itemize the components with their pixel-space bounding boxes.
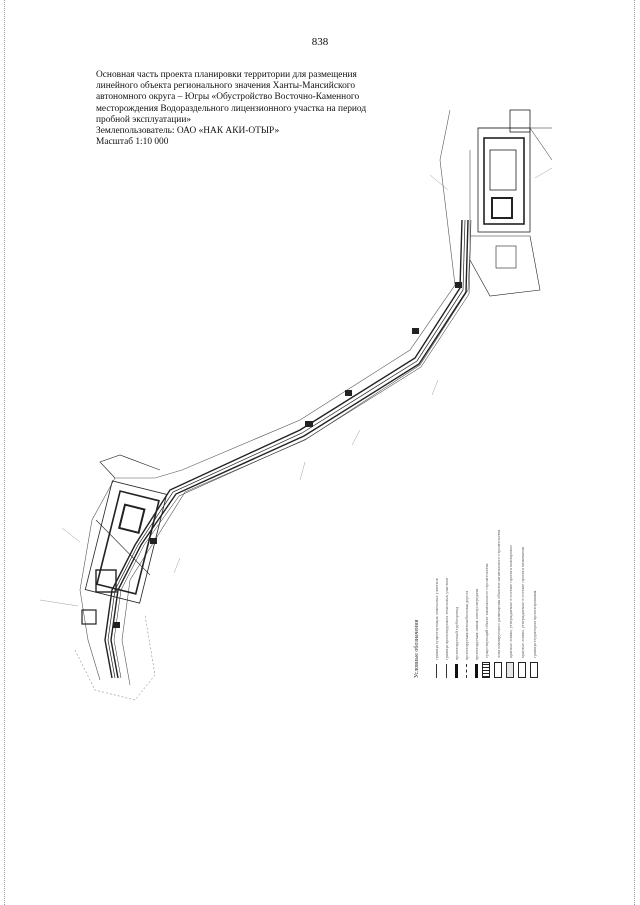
legend-item: граница территории проектирования: [530, 478, 538, 678]
legend-symbol: [518, 662, 526, 678]
legend-symbol: [474, 664, 478, 678]
legend-item: проектируемый трубопровод: [452, 478, 460, 678]
well-pad-southwest: [81, 454, 168, 625]
legend-symbol: [530, 662, 538, 678]
legend-item: существующий объект капитального строите…: [482, 478, 490, 678]
corridor-crossings: [113, 282, 462, 628]
legend-symbol: [445, 664, 447, 678]
legend-symbol: [494, 662, 502, 678]
legend-label: существующий объект капитального строите…: [483, 563, 489, 658]
legend-item: красные линии, утверждаемые в составе пр…: [506, 478, 514, 678]
legend-symbol: [482, 662, 490, 678]
page-number: 838: [311, 36, 329, 48]
legend-title: Условные обозначения: [414, 619, 420, 678]
corridor-boundary-outer: [79, 109, 456, 681]
header-line: пробной эксплуатации»: [96, 114, 192, 125]
land-user: Землепользователь: ОАО «НАК АКИ-ОТЫР»: [96, 126, 280, 137]
legend-label: граница проектируемых земельных участков: [443, 577, 449, 660]
legend-symbol: [506, 662, 514, 678]
legend-symbol: [435, 664, 437, 678]
header-line: месторождения Водораздельного лицензионн…: [96, 103, 367, 114]
corridor-boundary-inner: [121, 150, 471, 686]
scan-edge-left: [4, 0, 6, 905]
legend-label: граница территории проектирования: [531, 590, 537, 658]
document-header: Основная часть проекта планировки террит…: [96, 70, 416, 148]
header-line: линейного объекта регионального значения…: [96, 81, 356, 92]
site-boundary-lower: [74, 614, 156, 701]
legend-label: зона планируемого размещения объектов ка…: [495, 529, 501, 658]
legend-label: проектируемый трубопровод: [453, 606, 459, 660]
header-line: Основная часть проекта планировки террит…: [96, 70, 357, 80]
legend-item: граница проектируемых земельных участков: [442, 478, 450, 678]
legend-item: зона планируемого размещения объектов ка…: [494, 478, 502, 678]
map-legend: Условные обозначения граница существующи…: [414, 478, 544, 678]
legend-label: проектируемая линия электропередачи: [473, 588, 479, 660]
legend-item: граница существующих земельных участков: [432, 478, 440, 678]
legend-label: граница существующих земельных участков: [433, 578, 439, 660]
map-scale: Масштаб 1:10 000: [96, 137, 169, 148]
annotation-ticks: [39, 167, 553, 607]
legend-symbol: [454, 664, 458, 678]
legend-label: красные линии, утверждаемые в составе пр…: [507, 545, 513, 658]
legend-symbol: [465, 664, 467, 678]
legend-item: красные линии, утверждаемые в составе пр…: [518, 478, 526, 678]
legend-label: красные линии, утверждаемые в составе пр…: [519, 547, 525, 658]
well-pad-northeast: [469, 109, 553, 297]
header-line: автономного округа – Югры «Обустройство …: [96, 92, 360, 103]
legend-item: проектируемая линия электропередачи: [472, 478, 480, 678]
legend-item: проектируемая автомобильная дорога: [462, 478, 470, 678]
legend-label: проектируемая автомобильная дорога: [463, 590, 469, 660]
scan-edge-right: [634, 0, 636, 905]
